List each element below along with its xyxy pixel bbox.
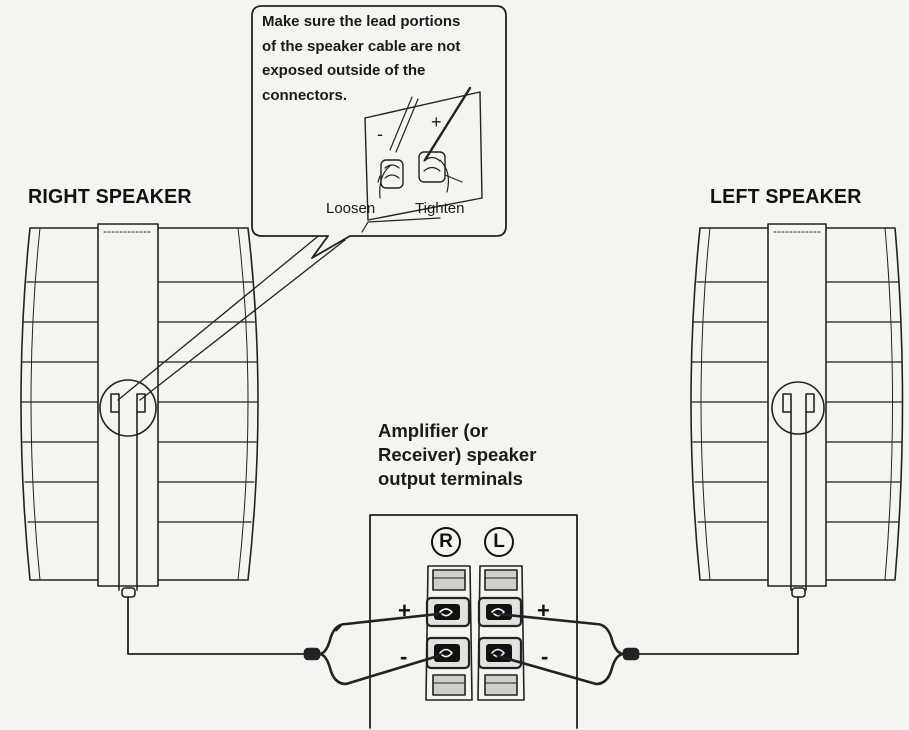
right-speaker-terminal-2	[136, 393, 146, 413]
left-speaker-center-column	[767, 223, 827, 587]
right-speaker-grille-slats	[21, 281, 258, 523]
right-cable-to-amp	[127, 596, 306, 655]
right-speaker-terminal-ring	[99, 379, 157, 437]
amplifier-right-channel-post	[425, 565, 473, 701]
callout-pointer-line-1	[117, 232, 323, 401]
left-speaker-grille-slats	[691, 281, 903, 523]
callout-loosen-arrow	[379, 164, 392, 199]
callout-loosen-label: Loosen	[326, 200, 376, 217]
callout-minus-terminal	[380, 159, 404, 189]
right-speaker-cabinet	[20, 227, 259, 581]
right-speaker-center-column	[97, 223, 159, 587]
left-speaker-cabinet	[690, 227, 904, 581]
amplifier-label-line-2: Receiver) speaker	[378, 444, 537, 465]
left-speaker-cable-boot	[791, 587, 806, 598]
right-speaker-cable-boot	[121, 587, 136, 598]
callout-pointer-line-2	[139, 239, 346, 401]
left-cable-to-amp	[629, 596, 799, 655]
amplifier-label: Amplifier (or Receiver) speaker output t…	[378, 419, 536, 491]
right-plus-sign: +	[398, 598, 411, 623]
right-speaker-terminal-1	[110, 393, 120, 413]
left-minus-sign: -	[541, 644, 549, 669]
callout-wire	[423, 86, 472, 162]
left-speaker-terminal-2	[805, 393, 815, 413]
left-speaker-label: LEFT SPEAKER	[710, 186, 862, 208]
amplifier-label-line-1: Amplifier (or	[378, 420, 488, 441]
left-speaker-terminal-ring	[771, 381, 825, 435]
right-speaker-cabinet-curve-right	[237, 227, 249, 581]
callout-tighten-label: Tighten	[415, 200, 465, 217]
left-speaker-terminal-1	[782, 393, 792, 413]
amplifier-terminal-block	[369, 514, 578, 729]
right-channel-marker: R	[431, 527, 461, 557]
callout-line-1: Make sure the lead portions	[262, 13, 461, 30]
right-minus-sign: -	[400, 644, 408, 669]
right-speaker-cabinet-curve-left	[30, 227, 41, 581]
left-channel-marker: L	[484, 527, 514, 557]
callout-tighten-arrow	[439, 159, 450, 193]
right-speaker-label: RIGHT SPEAKER	[28, 186, 192, 208]
callout-line-2: of the speaker cable are not	[262, 37, 461, 55]
left-speaker-cabinet-curve-left	[700, 227, 711, 581]
right-speaker-drawing	[20, 223, 306, 655]
callout-line-4: connectors.	[262, 86, 348, 104]
callout-bubble	[251, 5, 507, 259]
callout-connector-panel	[361, 86, 483, 233]
callout-line-3: exposed outside of the	[262, 62, 426, 79]
left-speaker-drawing	[629, 223, 904, 655]
right-channel-cable-split	[303, 612, 440, 686]
callout-plus-sign: +	[431, 112, 442, 132]
callout-minus-sign: -	[377, 124, 383, 144]
callout-text: Make sure the lead portions of the speak…	[262, 10, 460, 108]
left-channel-cable-split	[496, 612, 640, 686]
amplifier-label-line-3: output terminals	[378, 468, 523, 489]
left-speaker-cabinet-curve-right	[884, 227, 893, 581]
left-plus-sign: +	[537, 598, 550, 623]
